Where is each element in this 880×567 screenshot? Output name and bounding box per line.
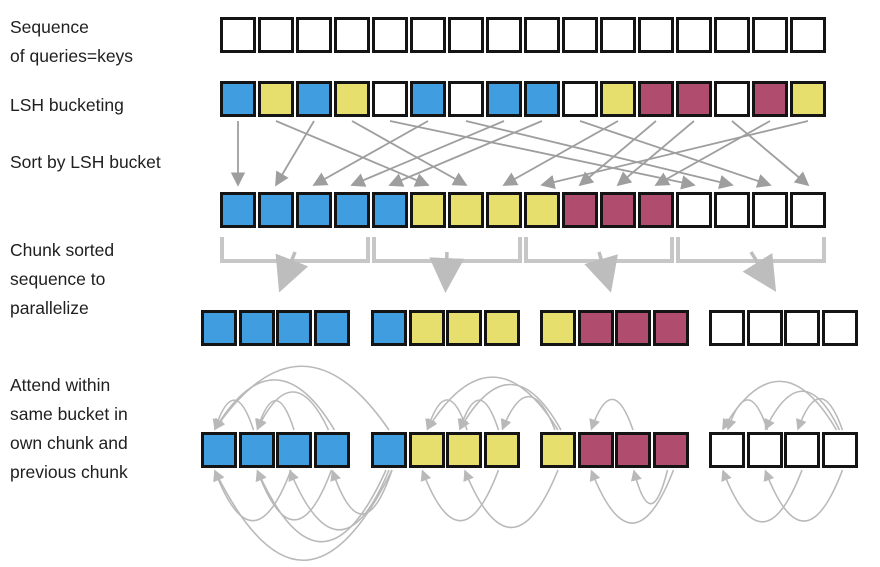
sorted-square bbox=[714, 192, 750, 228]
chunk-square bbox=[709, 310, 745, 346]
sorted-square bbox=[676, 192, 712, 228]
bucket-square bbox=[600, 81, 636, 117]
sorted-square bbox=[600, 192, 636, 228]
sorted-square bbox=[410, 192, 446, 228]
sequence-square bbox=[220, 17, 256, 53]
chunk-square bbox=[784, 310, 820, 346]
chunk-square bbox=[483, 310, 520, 346]
sequence-square bbox=[448, 17, 484, 53]
sorted-square bbox=[372, 192, 408, 228]
attend-square bbox=[483, 432, 520, 468]
chunk-square bbox=[201, 310, 237, 346]
chunk-square bbox=[540, 310, 576, 346]
chunk-square bbox=[238, 310, 275, 346]
attend-square bbox=[371, 432, 407, 468]
sequence-square bbox=[676, 17, 712, 53]
attend-square bbox=[821, 432, 858, 468]
sequence-square bbox=[524, 17, 560, 53]
bucket-square bbox=[676, 81, 712, 117]
sorted-square bbox=[334, 192, 370, 228]
chunk-square bbox=[276, 310, 312, 346]
sorted-square bbox=[752, 192, 788, 228]
sequence-square bbox=[714, 17, 750, 53]
attend-square bbox=[540, 432, 576, 468]
sequence-square bbox=[752, 17, 788, 53]
bucket-square bbox=[220, 81, 256, 117]
sorted-square bbox=[296, 192, 332, 228]
sequence-square bbox=[638, 17, 674, 53]
sorted-square bbox=[448, 192, 484, 228]
chunk-square bbox=[313, 310, 350, 346]
chunk-square bbox=[746, 310, 783, 346]
label-attend-within: Attend within same bucket in own chunk a… bbox=[10, 375, 128, 482]
bucket-square bbox=[790, 81, 826, 117]
bucket-square bbox=[562, 81, 598, 117]
attend-square bbox=[408, 432, 445, 468]
bucket-square bbox=[334, 81, 370, 117]
sequence-square bbox=[334, 17, 370, 53]
attend-square bbox=[709, 432, 745, 468]
bucket-square bbox=[714, 81, 750, 117]
bucket-square bbox=[258, 81, 294, 117]
chunk-square bbox=[371, 310, 407, 346]
bucket-square bbox=[448, 81, 484, 117]
sequence-square bbox=[410, 17, 446, 53]
sequence-square bbox=[562, 17, 598, 53]
sorted-square bbox=[486, 192, 522, 228]
label-sequence-of-queries: Sequence of queries=keys bbox=[10, 17, 134, 66]
label-sort-by-lsh-bucket: Sort by LSH bucket bbox=[10, 152, 161, 172]
sequence-square bbox=[486, 17, 522, 53]
label-lsh-bucketing: LSH bucketing bbox=[10, 95, 124, 115]
sequence-square bbox=[258, 17, 294, 53]
attend-square bbox=[446, 432, 482, 468]
bucket-square bbox=[524, 81, 560, 117]
attend-square bbox=[784, 432, 820, 468]
attend-square bbox=[276, 432, 312, 468]
attend-square bbox=[577, 432, 614, 468]
label-chunk-sorted: Chunk sorted sequence to parallelize bbox=[10, 240, 115, 318]
chunk-square bbox=[652, 310, 689, 346]
chunk-square bbox=[408, 310, 445, 346]
bucket-square bbox=[752, 81, 788, 117]
chunk-square bbox=[446, 310, 482, 346]
chunk-square bbox=[821, 310, 858, 346]
chunk-square bbox=[615, 310, 651, 346]
bucket-square bbox=[486, 81, 522, 117]
sequence-square bbox=[790, 17, 826, 53]
sorted-square bbox=[220, 192, 256, 228]
attend-square bbox=[615, 432, 651, 468]
sorted-square bbox=[524, 192, 560, 228]
sequence-square bbox=[600, 17, 636, 53]
attend-square bbox=[201, 432, 237, 468]
attend-square bbox=[313, 432, 350, 468]
sorted-square bbox=[258, 192, 294, 228]
sequence-square bbox=[372, 17, 408, 53]
bucket-square bbox=[296, 81, 332, 117]
attend-square bbox=[238, 432, 275, 468]
attend-square bbox=[652, 432, 689, 468]
sorted-square bbox=[790, 192, 826, 228]
sorted-square bbox=[638, 192, 674, 228]
bucket-square bbox=[638, 81, 674, 117]
bucket-square bbox=[372, 81, 408, 117]
bucket-square bbox=[410, 81, 446, 117]
chunk-square bbox=[577, 310, 614, 346]
sequence-square bbox=[296, 17, 332, 53]
sorted-square bbox=[562, 192, 598, 228]
attend-square bbox=[746, 432, 783, 468]
